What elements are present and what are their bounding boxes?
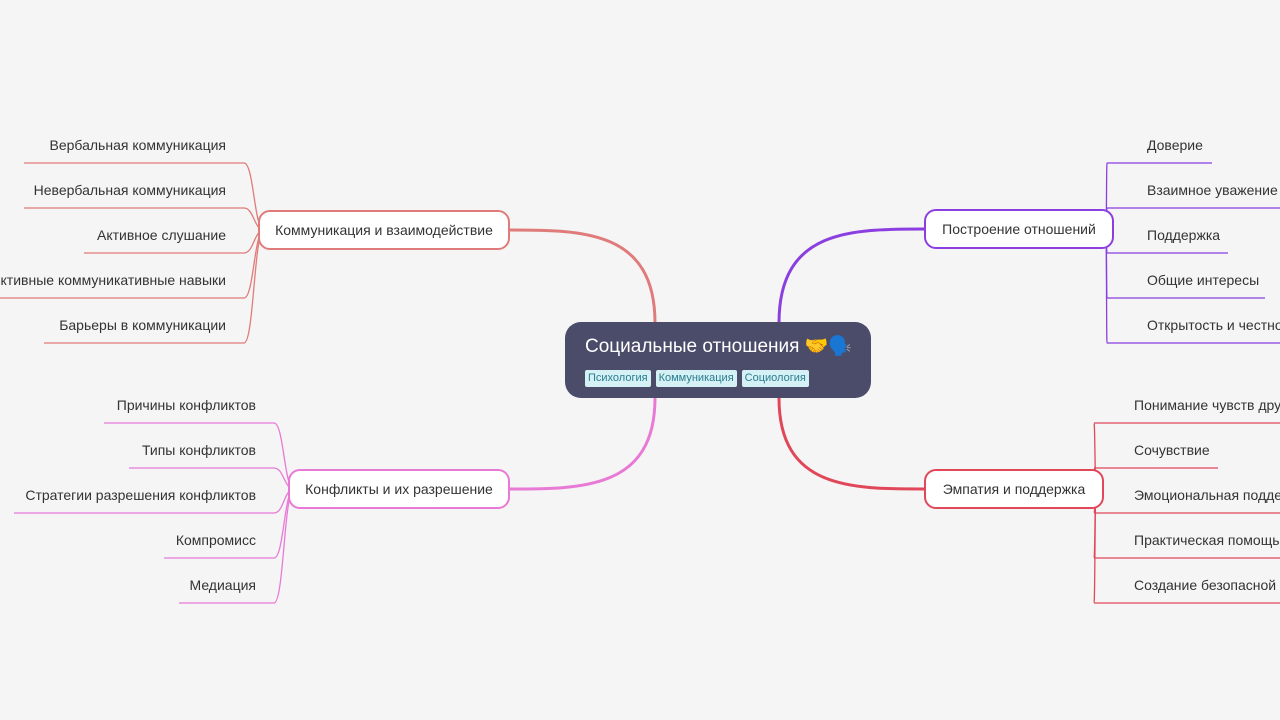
leaf-conflicts-1[interactable]: Типы конфликтов bbox=[141, 442, 256, 458]
leaf-relationships-2[interactable]: Поддержка bbox=[1147, 227, 1221, 243]
root-tags: Психология Коммуникация Социология bbox=[585, 370, 851, 387]
leaf-relationships-3[interactable]: Общие интересы bbox=[1147, 272, 1260, 288]
leaf-communication-1[interactable]: Невербальная коммуникация bbox=[33, 182, 226, 198]
branch-node-conflicts[interactable]: Конфликты и их разрешение bbox=[288, 469, 510, 509]
leaf-communication-0[interactable]: Вербальная коммуникация bbox=[49, 137, 226, 153]
leaf-empathy-4[interactable]: Создание безопасной среды bbox=[1134, 577, 1280, 593]
branch-node-relationships[interactable]: Построение отношений bbox=[924, 209, 1114, 249]
tag-sociology[interactable]: Социология bbox=[741, 370, 809, 387]
tag-psychology[interactable]: Психология bbox=[585, 370, 651, 387]
leaf-connector-conflicts-4 bbox=[273, 488, 295, 604]
branch-connector-conflicts bbox=[509, 397, 657, 491]
branch-connector-empathy bbox=[777, 397, 925, 491]
leaf-empathy-0[interactable]: Понимание чувств других bbox=[1134, 397, 1280, 413]
leaf-conflicts-3[interactable]: Компромисс bbox=[175, 532, 256, 548]
leaf-relationships-4[interactable]: Открытость и честность bbox=[1147, 317, 1280, 333]
leaf-relationships-0[interactable]: Доверие bbox=[1147, 137, 1203, 153]
branch-connector-relationships bbox=[777, 227, 925, 324]
branch-connector-communication bbox=[509, 228, 657, 324]
leaf-conflicts-4[interactable]: Медиация bbox=[189, 577, 257, 593]
branch-node-communication[interactable]: Коммуникация и взаимодействие bbox=[258, 210, 510, 250]
branch-node-empathy[interactable]: Эмпатия и поддержка bbox=[924, 469, 1104, 509]
leaf-empathy-3[interactable]: Практическая помощь bbox=[1134, 532, 1280, 548]
leaf-communication-3[interactable]: Эффективные коммуникативные навыки bbox=[0, 272, 226, 288]
leaf-conflicts-0[interactable]: Причины конфликтов bbox=[116, 397, 256, 413]
leaf-empathy-2[interactable]: Эмоциональная поддержка bbox=[1134, 487, 1280, 503]
tag-communication[interactable]: Коммуникация bbox=[655, 370, 737, 387]
leaf-conflicts-2[interactable]: Стратегии разрешения конфликтов bbox=[25, 487, 256, 503]
root-title: Социальные отношения 🤝🗣️ bbox=[585, 334, 853, 360]
leaf-relationships-1[interactable]: Взаимное уважение bbox=[1147, 182, 1278, 198]
handshake-speaking-emoji-icon: 🤝🗣️ bbox=[804, 336, 853, 357]
leaf-communication-4[interactable]: Барьеры в коммуникации bbox=[59, 317, 226, 333]
root-node[interactable]: Социальные отношения 🤝🗣️ Психология Комм… bbox=[565, 322, 871, 398]
leaf-empathy-1[interactable]: Сочувствие bbox=[1134, 442, 1210, 458]
leaf-communication-2[interactable]: Активное слушание bbox=[96, 227, 226, 243]
root-title-text: Социальные отношения bbox=[585, 336, 800, 357]
